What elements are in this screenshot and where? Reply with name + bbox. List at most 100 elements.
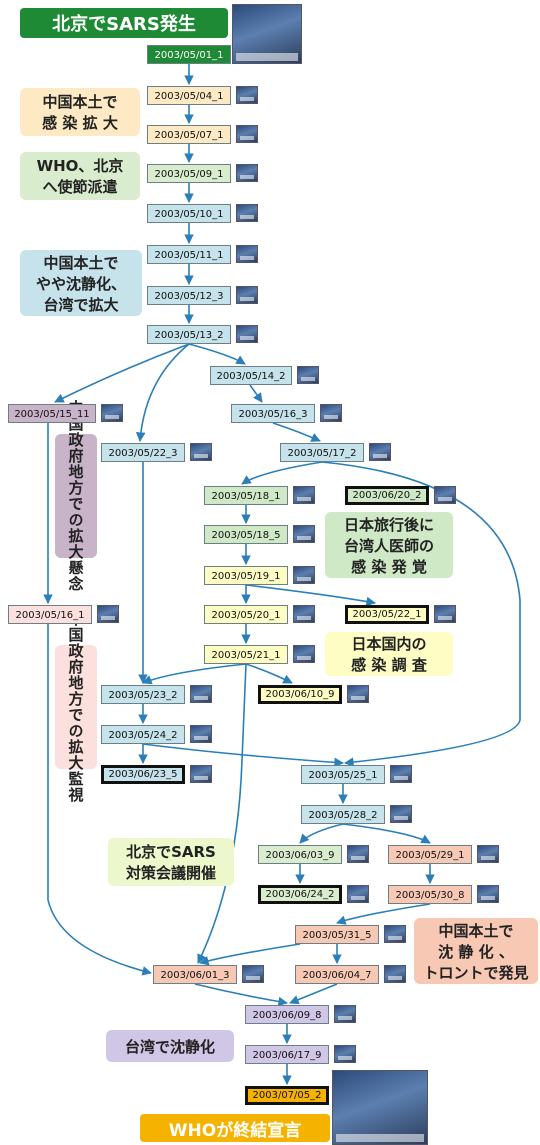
edge-arrow [245, 663, 293, 684]
edge-arrow [321, 461, 521, 767]
news-thumbnail-image [390, 805, 412, 823]
edge-arrow [299, 823, 344, 844]
timeline-node: 2003/06/20_2 [345, 486, 429, 505]
timeline-node: 2003/05/11_1 [147, 245, 231, 264]
news-thumbnail-image [332, 1070, 428, 1145]
timeline-node: 2003/05/16_3 [231, 404, 315, 423]
news-thumbnail-image [293, 645, 315, 663]
timeline-node: 2003/05/01_1 [147, 45, 231, 64]
edge-arrow [142, 743, 344, 768]
timeline-node: 2003/05/23_2 [101, 685, 185, 704]
news-thumbnail-image [297, 366, 319, 384]
timeline-node: 2003/05/25_1 [301, 765, 385, 784]
edge-arrow [188, 343, 246, 365]
news-thumbnail-image [236, 164, 258, 182]
edge-arrow [289, 983, 338, 1005]
news-thumbnail-image [384, 965, 406, 983]
timeline-node: 2003/06/01_3 [153, 965, 237, 984]
edge-arrow [342, 823, 431, 844]
news-thumbnail-image [236, 125, 258, 143]
timeline-node: 2003/05/19_1 [204, 566, 288, 585]
edge-arrow [241, 461, 323, 485]
label-govt-monitor: 中国政府地方での拡大監視 [55, 611, 97, 803]
label-japan-investigation: 日本国内の 感 染 調 査 [325, 632, 453, 676]
timeline-node: 2003/05/22_1 [345, 605, 429, 624]
label-taiwan-calm: 台湾で沈静化 [106, 1030, 234, 1062]
timeline-node: 2003/05/24_2 [101, 725, 185, 744]
news-thumbnail-image [477, 885, 499, 903]
label-who-mission: WHO、北京 へ使節派遣 [20, 152, 140, 200]
timeline-node: 2003/06/17_9 [245, 1045, 329, 1064]
news-thumbnail-image [347, 845, 369, 863]
timeline-node: 2003/05/22_3 [101, 443, 185, 462]
label-toronto-found: 中国本土で 沈 静 化 、 トロントで発見 [414, 918, 538, 984]
timeline-node: 2003/05/15_11 [8, 404, 96, 423]
timeline-node: 2003/05/12_3 [147, 286, 231, 305]
timeline-node: 2003/05/28_2 [301, 805, 385, 824]
timeline-node: 2003/06/09_8 [245, 1005, 329, 1024]
label-beijing-meeting: 北京でSARS 対策会議開催 [108, 838, 234, 886]
news-thumbnail-image [293, 525, 315, 543]
timeline-node: 2003/05/21_1 [204, 645, 288, 664]
timeline-node: 2003/05/31_5 [295, 925, 379, 944]
news-thumbnail-image [190, 725, 212, 743]
news-thumbnail-image [236, 86, 258, 104]
timeline-node: 2003/07/05_2 [245, 1086, 329, 1105]
news-thumbnail-image [434, 486, 456, 504]
timeline-node: 2003/05/29_1 [388, 845, 472, 864]
label-taiwan-doctor: 日本旅行後に 台湾人医師の 感 染 発 覚 [325, 512, 453, 578]
timeline-node: 2003/05/09_1 [147, 164, 231, 183]
edge-arrow [142, 663, 247, 685]
news-thumbnail-image [369, 443, 391, 461]
news-thumbnail-image [236, 325, 258, 343]
news-thumbnail-image [190, 443, 212, 461]
news-thumbnail-image [236, 286, 258, 304]
edge-arrow [249, 384, 263, 403]
news-thumbnail-image [242, 965, 264, 983]
news-thumbnail-image [232, 4, 302, 64]
news-thumbnail-image [190, 765, 212, 783]
edge-arrow [194, 983, 288, 1007]
edge-arrow [336, 903, 431, 925]
timeline-node: 2003/05/14_2 [210, 366, 292, 385]
timeline-node: 2003/06/10_9 [258, 685, 342, 704]
edge-arrow [272, 422, 321, 442]
news-thumbnail-image [293, 566, 315, 584]
timeline-node: 2003/05/30_8 [388, 885, 472, 904]
news-thumbnail-image [334, 1005, 356, 1023]
timeline-node: 2003/05/07_1 [147, 125, 231, 144]
edge-arrow [54, 343, 190, 403]
news-thumbnail-image [190, 685, 212, 703]
timeline-node: 2003/05/18_1 [204, 486, 288, 505]
edge-arrow [245, 584, 376, 607]
timeline-node: 2003/05/13_2 [147, 325, 231, 344]
label-beijing-outbreak: 北京でSARS発生 [20, 8, 228, 38]
news-thumbnail-image [347, 685, 369, 703]
timeline-node: 2003/06/24_2 [258, 885, 342, 904]
label-taiwan-spread: 中国本土で やや沈静化、 台湾で拡大 [20, 250, 142, 316]
news-thumbnail-image [101, 404, 123, 422]
timeline-node: 2003/05/18_5 [204, 525, 288, 544]
timeline-node: 2003/05/16_1 [8, 605, 92, 624]
news-thumbnail-image [477, 845, 499, 863]
news-thumbnail-image [97, 605, 119, 623]
edge-arrow [199, 943, 301, 966]
news-thumbnail-image [390, 765, 412, 783]
timeline-node: 2003/05/17_2 [280, 443, 364, 462]
timeline-node: 2003/06/04_7 [295, 965, 379, 984]
news-thumbnail-image [384, 925, 406, 943]
news-thumbnail-image [347, 885, 369, 903]
news-thumbnail-image [334, 1045, 356, 1063]
label-govt-concern: 中国政府地方での拡大懸念 [55, 400, 97, 592]
news-thumbnail-image [320, 404, 342, 422]
label-who-end: WHOが終結宣言 [140, 1114, 330, 1142]
timeline-node: 2003/05/04_1 [147, 86, 231, 105]
edge-arrow [47, 624, 152, 976]
timeline-node: 2003/05/10_1 [147, 204, 231, 223]
news-thumbnail-image [293, 486, 315, 504]
label-mainland-spread: 中国本土で 感 染 拡 大 [20, 88, 140, 136]
news-thumbnail-image [434, 605, 456, 623]
timeline-node: 2003/06/23_5 [101, 765, 185, 784]
edge-arrow [135, 343, 190, 442]
